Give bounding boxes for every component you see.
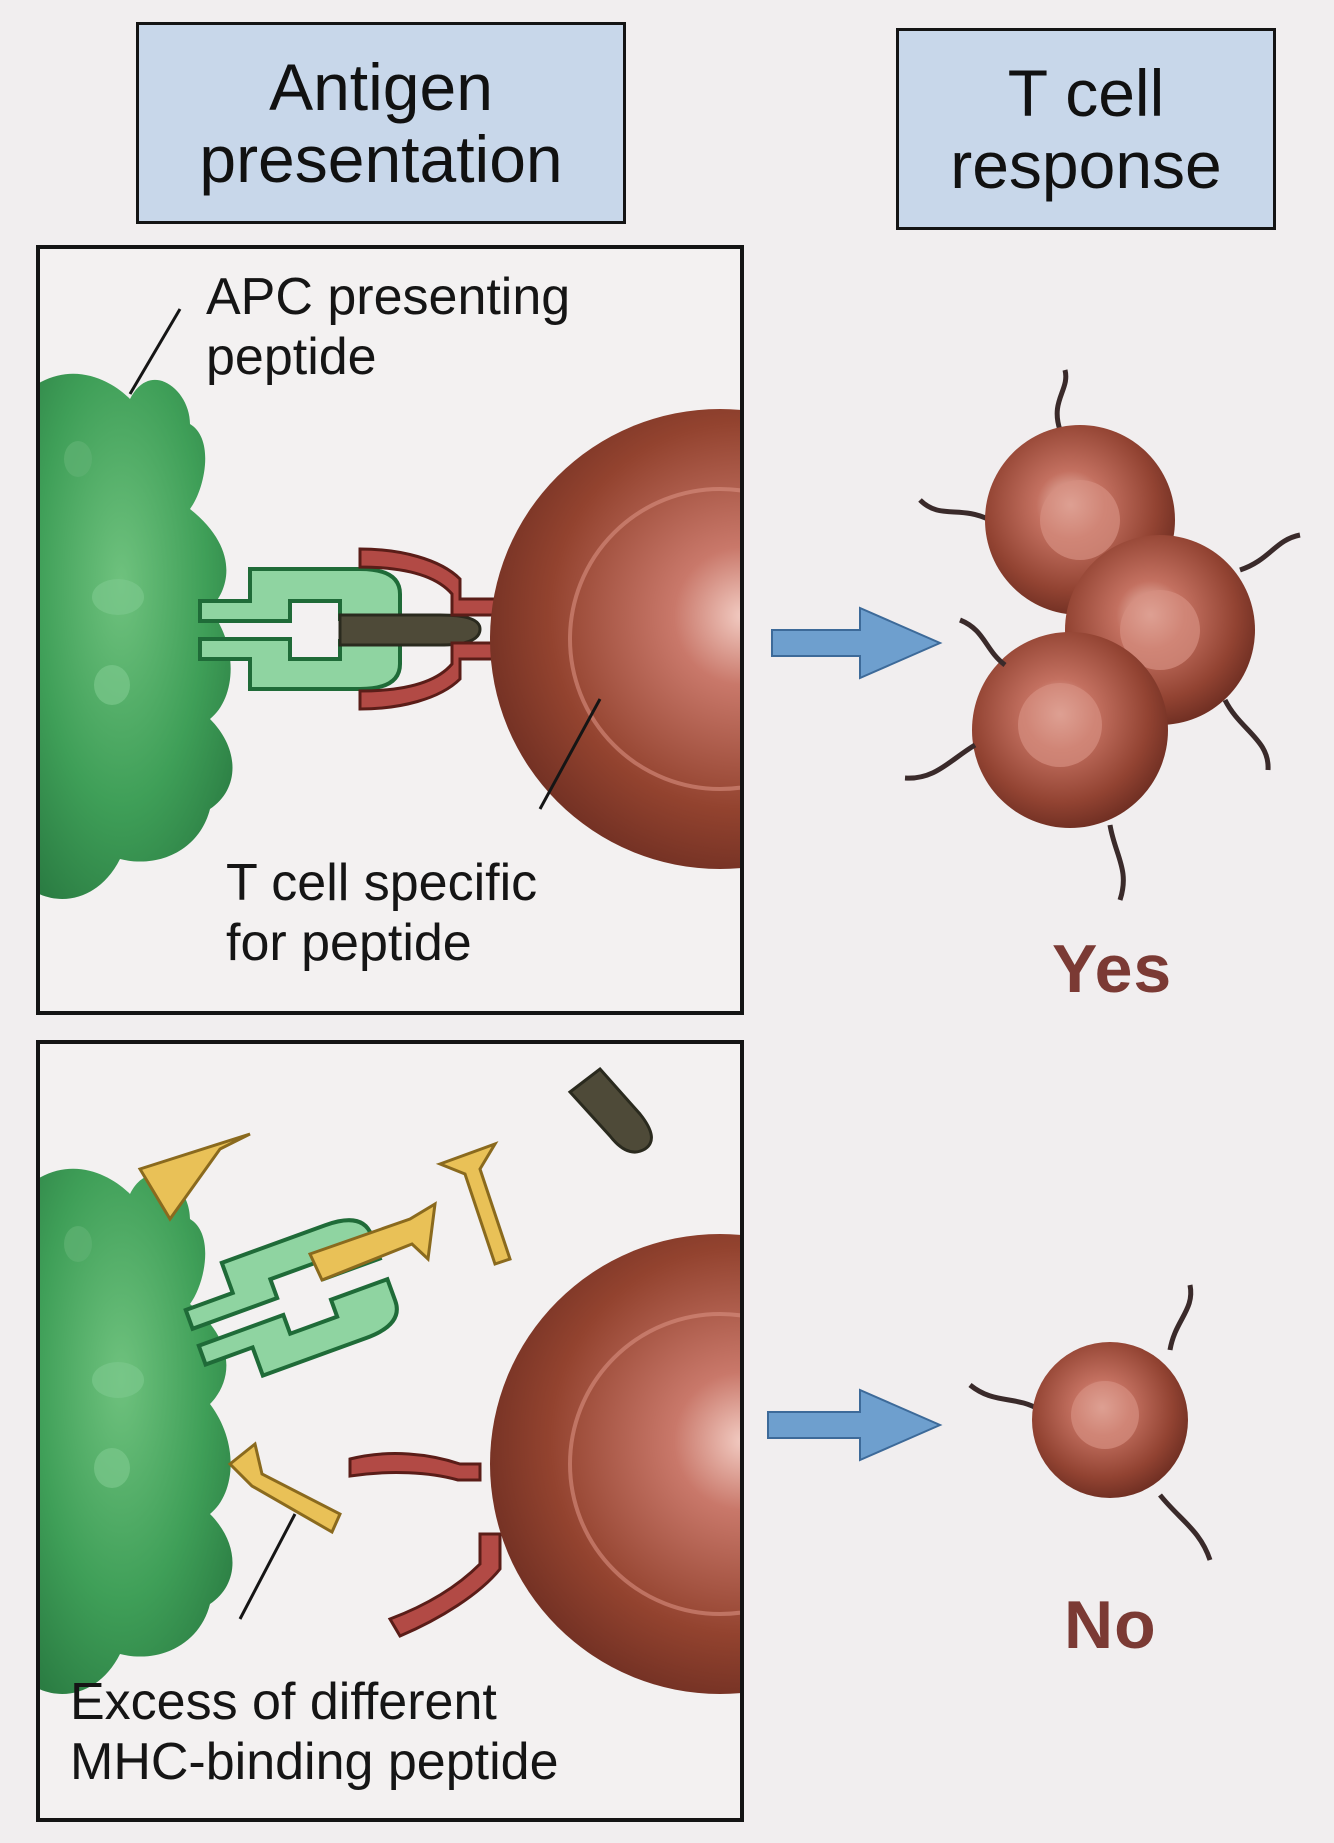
response-no: No	[1064, 1587, 1157, 1663]
t-cell	[490, 409, 740, 869]
panel-bottom: Excess of different MHC-binding peptide	[36, 1040, 744, 1822]
header-t-cell-response-text: T cell response	[950, 56, 1222, 202]
label-t-cell-specific: T cell specific for peptide	[226, 854, 538, 972]
panel-top: APC presenting peptide T cell specific f…	[36, 245, 744, 1015]
panel-top-illustration	[40, 308, 740, 899]
mhc-molecule	[198, 567, 402, 691]
apc-cell	[40, 1168, 233, 1694]
yellow-peptide-free	[227, 1441, 342, 1535]
yellow-peptide-free	[137, 1132, 251, 1222]
yellow-peptide-free	[435, 1141, 512, 1266]
header-antigen-presentation-text: Antigen presentation	[199, 50, 563, 196]
header-antigen-presentation: Antigen presentation	[136, 22, 626, 224]
dark-peptide-free	[567, 1066, 653, 1154]
peptide	[338, 613, 482, 647]
apc-cell	[40, 373, 233, 899]
t-cell-receptor	[348, 1452, 502, 1638]
yellow-peptide-bound	[307, 1201, 437, 1282]
response-yes: Yes	[1052, 931, 1173, 1007]
panel-bottom-illustration	[40, 1066, 740, 1694]
t-cell	[490, 1234, 740, 1694]
label-apc-presenting-peptide: APC presenting peptide	[206, 268, 571, 386]
label-excess-peptide: Excess of different MHC-binding peptide	[70, 1673, 559, 1791]
header-t-cell-response: T cell response	[896, 28, 1276, 230]
